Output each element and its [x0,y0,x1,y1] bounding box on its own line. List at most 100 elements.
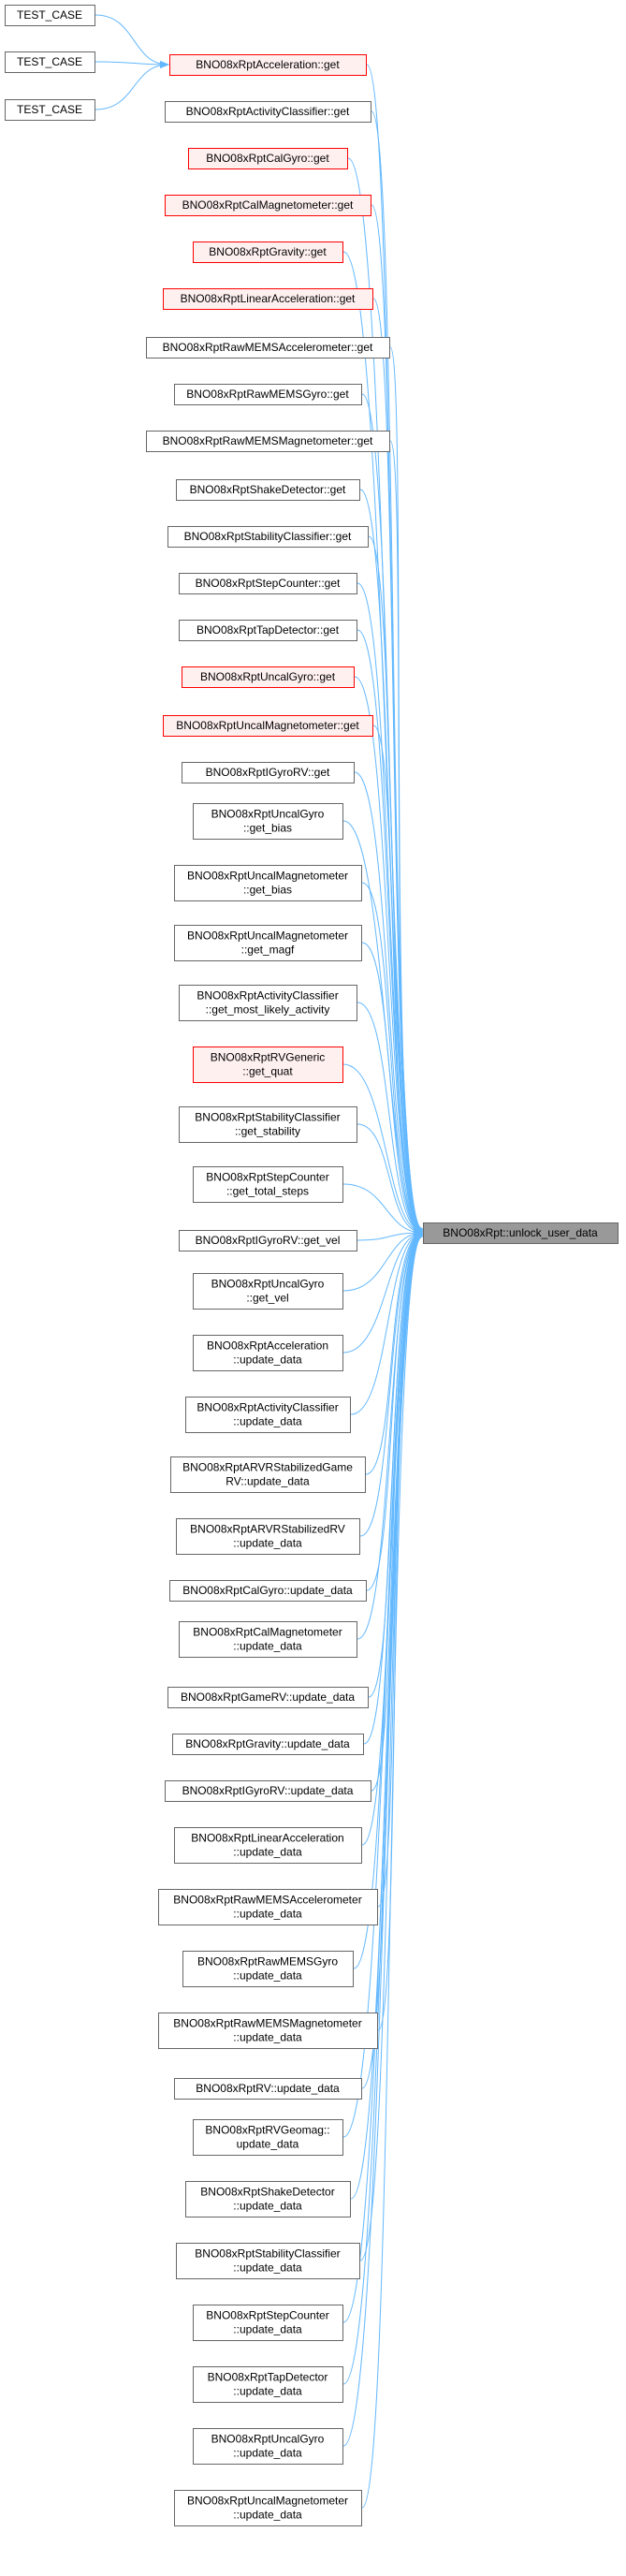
node-label-line: BNO08xRptUncalGyro::get [200,670,336,683]
caller-node-bno08xrptacceleration-update-data[interactable]: BNO08xRptAcceleration::update_data [193,1335,343,1371]
node-box [169,54,367,76]
caller-node-bno08xrptstabilityclassifier-get[interactable]: BNO08xRptStabilityClassifier::get [167,526,369,548]
caller-node-bno08xrpttapdetector-update-data[interactable]: BNO08xRptTapDetector::update_data [193,2366,343,2403]
edge-to-target [342,1063,423,1237]
edge-to-acceleration-get [95,61,169,110]
caller-node-bno08xrptstabilityclassifier-update-data[interactable]: BNO08xRptStabilityClassifier::update_dat… [176,2243,360,2279]
node-label-line: BNO08xRptAcceleration::get [196,58,340,71]
node-label-line: ::get_stability [235,1125,300,1138]
node-label-line: BNO08xRptUncalMagnetometer [187,2495,348,2508]
caller-node-bno08xrptuncalmagnetometer-get-bias[interactable]: BNO08xRptUncalMagnetometer::get_bias [174,865,362,901]
node-label-line: ::get_quat [242,1065,293,1078]
caller-node-bno08xrptshakedetector-update-data[interactable]: BNO08xRptShakeDetector::update_data [185,2181,351,2217]
caller-node-bno08xrptigyrorv-get[interactable]: BNO08xRptIGyroRV::get [182,762,355,783]
edge-to-target [342,1233,423,2447]
caller-node-bno08xrptcalmagnetometer-update-data[interactable]: BNO08xRptCalMagnetometer::update_data [179,1621,357,1658]
node-label-line: ::update_data [233,2323,302,2336]
caller-node-bno08xrptrawmemsgyro-get[interactable]: BNO08xRptRawMEMSGyro::get [174,384,362,405]
edge-to-target [363,1230,423,1745]
caller-node-bno08xrptarvrstabilizedrv-update-data[interactable]: BNO08xRptARVRStabilizedRV::update_data [176,1518,360,1555]
node-label-line: BNO08xRpt::unlock_user_data [443,1226,598,1239]
node-label-line: ::get_bias [243,884,292,897]
caller-node-bno08xrptuncalmagnetometer-update-data[interactable]: BNO08xRptUncalMagnetometer::update_data [174,2490,362,2526]
node-box [165,195,371,216]
caller-node-bno08xrptrawmemsmagnetometer-get[interactable]: BNO08xRptRawMEMSMagnetometer::get [146,431,390,452]
edge-to-target [359,1230,423,1537]
caller-node-bno08xrptuncalmagnetometer-get-magf[interactable]: BNO08xRptUncalMagnetometer::get_magf [174,925,362,961]
caller-node-bno08xrptlinearacceleration-update-data[interactable]: BNO08xRptLinearAcceleration::update_data [174,1827,362,1864]
caller-node-bno08xrptgravity-get[interactable]: BNO08xRptGravity::get [193,242,343,263]
edge-to-target [342,1229,423,1354]
edge-to-target [361,942,423,1236]
node-label-line: BNO08xRptShakeDetector::get [190,483,346,496]
caller-node-bno08xrptactivityclassifier-get-most-likely-activity[interactable]: BNO08xRptActivityClassifier::get_most_li… [179,985,357,1021]
node-label-line: ::update_data [233,2031,302,2044]
test-case-node[interactable]: TEST_CASE [5,5,95,26]
caller-node-bno08xrptcalgyro-update-data[interactable]: BNO08xRptCalGyro::update_data [169,1580,367,1602]
caller-node-bno08xrptrawmemsmagnetometer-update-data[interactable]: BNO08xRptRawMEMSMagnetometer::update_dat… [158,2012,378,2049]
caller-node-bno08xrptstepcounter-get[interactable]: BNO08xRptStepCounter::get [179,573,357,594]
node-label-line: BNO08xRptRawMEMSMagnetometer::get [163,434,373,447]
node-label-line: BNO08xRptRawMEMSGyro::get [186,388,349,401]
node-box [179,985,357,1021]
caller-node-bno08xrptcalmagnetometer-get[interactable]: BNO08xRptCalMagnetometer::get [165,195,371,216]
node-label-line: BNO08xRptRawMEMSAccelerometer [173,1894,361,1907]
node-label-line: BNO08xRptCalGyro::get [206,152,329,165]
caller-node-bno08xrptshakedetector-get[interactable]: BNO08xRptShakeDetector::get [176,479,360,501]
caller-node-bno08xrptrvgeomag-update-data[interactable]: BNO08xRptRVGeomag::update_data [193,2119,343,2156]
node-label-line: RV::update_data [226,1475,310,1488]
caller-node-bno08xrptrawmemsaccelerometer-get[interactable]: BNO08xRptRawMEMSAccelerometer::get [146,337,390,359]
caller-node-bno08xrptuncalgyro-get[interactable]: BNO08xRptUncalGyro::get [182,666,355,688]
caller-node-bno08xrptstepcounter-get-total-steps[interactable]: BNO08xRptStepCounter::get_total_steps [193,1166,343,1203]
caller-node-bno08xrptuncalgyro-get-vel[interactable]: BNO08xRptUncalGyro::get_vel [193,1273,343,1310]
node-box [5,51,95,73]
caller-node-bno08xrptigyrorv-update-data[interactable]: BNO08xRptIGyroRV::update_data [165,1780,371,1802]
caller-node-bno08xrptarvrstabilizedgamerv-update-data[interactable]: BNO08xRptARVRStabilizedGameRV::update_da… [170,1456,366,1493]
node-box [193,2366,343,2403]
test-case-node[interactable]: TEST_CASE [5,99,95,121]
node-label-line: ::update_data [233,1969,302,1983]
caller-node-bno08xrptlinearacceleration-get[interactable]: BNO08xRptLinearAcceleration::get [163,288,373,310]
caller-node-bno08xrptrvgeneric-get-quat[interactable]: BNO08xRptRVGeneric::get_quat [193,1046,343,1083]
caller-node-bno08xrptrawmemsaccelerometer-update-data[interactable]: BNO08xRptRawMEMSAccelerometer::update_da… [158,1889,378,1925]
node-label-line: ::get_most_likely_activity [206,1003,330,1017]
edge-to-target [350,1229,423,1415]
edge-to-target [365,1229,423,1475]
node-box [185,2181,351,2217]
caller-node-bno08xrpttapdetector-get[interactable]: BNO08xRptTapDetector::get [179,620,357,641]
node-label-line: TEST_CASE [17,55,82,68]
caller-node-bno08xrptgamerv-update-data[interactable]: BNO08xRptGameRV::update_data [167,1687,369,1708]
node-box [179,573,357,594]
node-box [5,5,95,26]
caller-node-bno08xrptrv-update-data[interactable]: BNO08xRptRV::update_data [174,2078,362,2100]
caller-node-bno08xrptgravity-update-data[interactable]: BNO08xRptGravity::update_data [172,1734,364,1755]
node-label-line: BNO08xRptGravity::get [209,245,327,258]
node-label-line: BNO08xRptUncalGyro [211,2433,325,2446]
node-label-line: BNO08xRptStepCounter::get [196,577,341,590]
edge-to-target [342,1183,423,1237]
target-node-unlock-user-data[interactable]: BNO08xRpt::unlock_user_data [423,1222,619,1244]
node-box [5,99,95,121]
caller-node-bno08xrptcalgyro-get[interactable]: BNO08xRptCalGyro::get [188,148,348,169]
node-box [185,1397,351,1433]
node-label-line: ::get_magf [241,944,295,957]
node-label-line: ::get_vel [246,1292,288,1305]
caller-node-bno08xrptactivityclassifier-update-data[interactable]: BNO08xRptActivityClassifier::update_data [185,1397,351,1433]
caller-node-bno08xrptuncalgyro-get-bias[interactable]: BNO08xRptUncalGyro::get_bias [193,803,343,840]
node-box [193,2428,343,2465]
caller-node-bno08xrptacceleration-get[interactable]: BNO08xRptAcceleration::get [169,54,367,76]
caller-node-bno08xrptstepcounter-update-data[interactable]: BNO08xRptStepCounter::update_data [193,2305,343,2341]
node-label-line: BNO08xRptActivityClassifier [197,1401,338,1414]
node-label-line: BNO08xRptStepCounter [206,2309,328,2322]
test-case-node[interactable]: TEST_CASE [5,51,95,73]
node-box [176,2243,360,2279]
caller-node-bno08xrptrawmemsgyro-update-data[interactable]: BNO08xRptRawMEMSGyro::update_data [182,1951,354,1987]
caller-node-bno08xrptactivityclassifier-get[interactable]: BNO08xRptActivityClassifier::get [165,101,371,123]
caller-node-bno08xrptuncalgyro-update-data[interactable]: BNO08xRptUncalGyro::update_data [193,2428,343,2465]
node-label-line: ::update_data [233,1908,302,1921]
caller-node-bno08xrptuncalmagnetometer-get[interactable]: BNO08xRptUncalMagnetometer::get [163,715,373,737]
edge-to-target [342,1233,423,2323]
caller-node-bno08xrptigyrorv-get-vel[interactable]: BNO08xRptIGyroRV::get_vel [179,1230,357,1251]
caller-node-bno08xrptstabilityclassifier-get-stability[interactable]: BNO08xRptStabilityClassifier::get_stabil… [179,1106,357,1143]
edge-to-target [353,1231,423,1969]
